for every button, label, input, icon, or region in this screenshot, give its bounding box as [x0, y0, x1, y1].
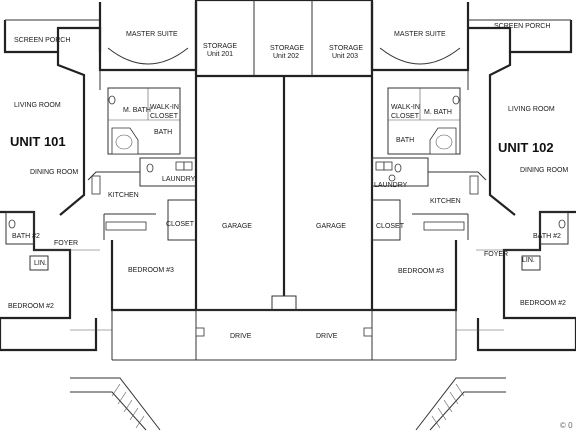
- copyright-mark: © 0: [560, 421, 573, 430]
- storage-label-201: STORAGE: [203, 43, 237, 50]
- bath-label-right: BATH: [396, 137, 414, 144]
- storage-unit-202: Unit 202: [273, 53, 299, 60]
- fixtures: [8, 95, 566, 231]
- storage-unit-203: Unit 203: [332, 53, 358, 60]
- living-room-label-right: LIVING ROOM: [508, 106, 555, 113]
- bath2-label-right: BATH #2: [533, 233, 561, 240]
- dining-room-label-left: DINING ROOM: [30, 169, 78, 176]
- foyer-label-right: FOYER: [484, 251, 508, 258]
- lin-label-left: LIN.: [34, 260, 47, 267]
- garage-label-right: GARAGE: [316, 223, 346, 230]
- m-bath-label-left: M. BATH: [123, 107, 151, 114]
- bedroom2-label-right: BEDROOM #2: [520, 300, 566, 307]
- walk-in-closet-label-right-2: CLOSET: [391, 113, 420, 120]
- drive-label-right: DRIVE: [316, 333, 338, 340]
- stairs-left: [70, 377, 161, 431]
- master-suite-label-left: MASTER SUITE: [126, 31, 178, 38]
- bath-label-left: BATH: [154, 129, 172, 136]
- master-suite-label-right: MASTER SUITE: [394, 31, 446, 38]
- kitchen-label-right: KITCHEN: [430, 198, 461, 205]
- bedroom3-label-left: BEDROOM #3: [128, 267, 174, 274]
- storage-label-203: STORAGE: [329, 45, 363, 52]
- bath2-label-left: BATH #2: [12, 233, 40, 240]
- foyer-label-left: FOYER: [54, 240, 78, 247]
- walk-in-closet-label-right: WALK-IN: [391, 104, 420, 111]
- walk-in-closet-label-left: WALK-IN: [150, 104, 179, 111]
- closet-label-right: CLOSET: [376, 223, 405, 230]
- storage-unit-201: Unit 201: [207, 51, 233, 58]
- closet-label-left: CLOSET: [166, 221, 195, 228]
- storage-label-202: STORAGE: [270, 45, 304, 52]
- bedroom2-label-left: BEDROOM #2: [8, 303, 54, 310]
- garage-label-left: GARAGE: [222, 223, 252, 230]
- walk-in-closet-label-left-2: CLOSET: [150, 113, 179, 120]
- lin-label-right: LIN.: [522, 257, 535, 264]
- screen-porch-label-left: SCREEN PORCH: [14, 37, 70, 44]
- m-bath-label-right: M. BATH: [424, 109, 452, 116]
- kitchen-label-left: KITCHEN: [108, 192, 139, 199]
- screen-porch-label-right: SCREEN PORCH: [494, 23, 550, 30]
- structure-walls: [0, 0, 576, 361]
- laundry-label-right: LAUNDRY: [374, 182, 408, 189]
- drive-label-left: DRIVE: [230, 333, 252, 340]
- dining-room-label-right: DINING ROOM: [520, 167, 568, 174]
- laundry-label-left: LAUNDRY: [162, 176, 196, 183]
- bedroom3-label-right: BEDROOM #3: [398, 268, 444, 275]
- unit-102-title: UNIT 102: [498, 140, 554, 155]
- unit-101-title: UNIT 101: [10, 134, 66, 149]
- stairs-right: [415, 377, 506, 431]
- living-room-label-left: LIVING ROOM: [14, 102, 61, 109]
